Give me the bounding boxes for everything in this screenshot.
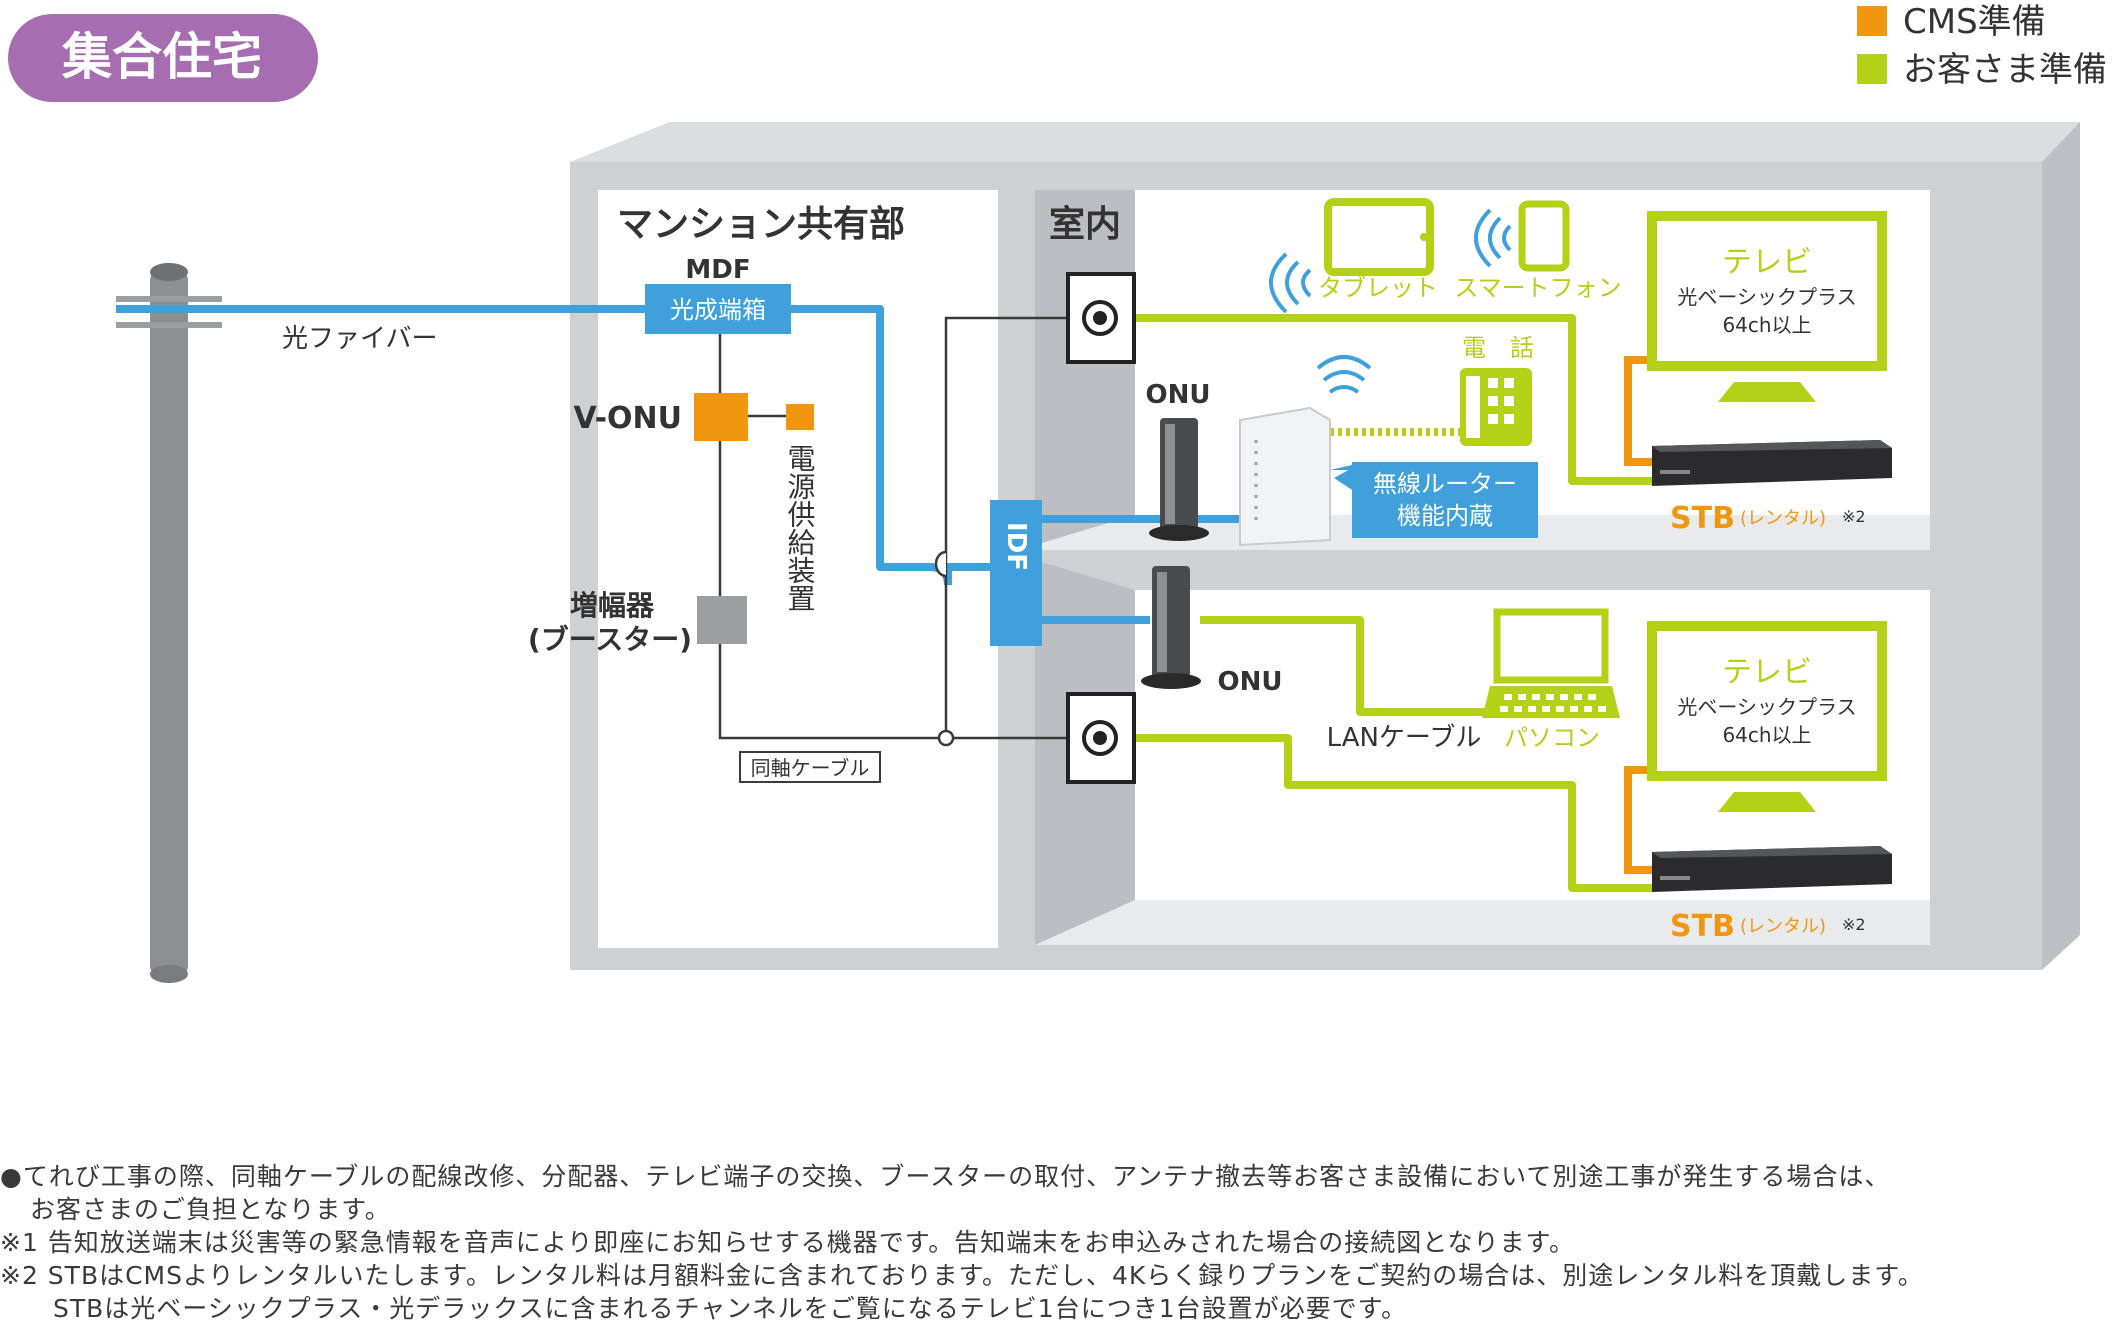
booster-box: [697, 596, 747, 644]
coax-splitter-dot: [937, 729, 955, 747]
phone-icon: [1460, 368, 1532, 446]
tv-lower-title: テレビ: [1722, 655, 1812, 690]
coax-cable-label-box: 同軸ケーブル: [739, 751, 881, 783]
idf-box: IDF: [990, 500, 1042, 646]
onu-upper-label: ONU: [1146, 380, 1211, 410]
router-label-1: 無線ルーター: [1373, 470, 1517, 498]
tv-upper-title: テレビ: [1722, 245, 1812, 280]
stb-lower-label-rental: (レンタル): [1740, 916, 1826, 937]
stb-lower-label-note: ※2: [1842, 915, 1866, 934]
fiber-label: 光ファイバー: [282, 324, 437, 354]
stb-upper-label-rental: (レンタル): [1740, 508, 1826, 529]
note-1-cont: お客さまのご負担となります。: [30, 1195, 391, 1224]
common-area-label: マンション共有部: [617, 204, 905, 245]
onu-lower-label: ONU: [1218, 667, 1283, 697]
note-1: ●てれび工事の際、同軸ケーブルの配線改修、分配器、テレビ端子の交換、ブースターの…: [0, 1162, 1891, 1191]
stb-lower-label: STB (レンタル) ※2: [1670, 909, 1866, 944]
legend-label-cms: CMS準備: [1903, 2, 2046, 42]
smartphone-label: スマートフォン: [1454, 274, 1621, 302]
tv-outlet-lower: [1066, 692, 1136, 784]
tv-upper-line2: 64ch以上: [1722, 313, 1811, 337]
legend-label-customer: お客さま準備: [1903, 50, 2107, 90]
router-label-2: 機能内蔵: [1397, 502, 1493, 530]
title-badge: 集合住宅: [8, 14, 318, 102]
note-2: ※1 告知放送端末は災害等の緊急情報を音声により即座にお知らせする機器です。告知…: [0, 1228, 1576, 1257]
tv-lower-line1: 光ベーシックプラス: [1677, 695, 1856, 719]
pc-label: パソコン: [1504, 724, 1600, 752]
indoor-label: 室内: [1049, 204, 1121, 245]
note-3-cont: STBは光ベーシックプラス・光デラックスに含まれるチャンネルをご覧になるテレビ1…: [53, 1294, 1408, 1323]
legend-swatch-cms: [1857, 6, 1887, 36]
legend-swatch-customer: [1857, 54, 1887, 84]
stb-upper-label: STB (レンタル) ※2: [1670, 501, 1866, 536]
power-supply-box: [786, 404, 814, 430]
onu-device-lower: [1141, 566, 1201, 689]
optical-box-label: 光成端箱: [670, 296, 766, 324]
customer-cables: [1100, 314, 1652, 892]
mdf-label: MDF: [685, 255, 750, 285]
tv-lower-line2: 64ch以上: [1722, 723, 1811, 747]
tv-outlet-upper: [1066, 272, 1136, 364]
coax-cable-label: 同軸ケーブル: [751, 756, 870, 780]
tv-upper: テレビ 光ベーシックプラス 64ch以上: [1647, 211, 1887, 402]
phone-label: 電 話: [1462, 334, 1534, 362]
wireless-router: [1239, 406, 1331, 547]
stb-upper-label-note: ※2: [1842, 507, 1866, 526]
lan-cable-label: LANケーブル: [1327, 723, 1482, 753]
v-onu-label: V-ONU: [574, 401, 682, 436]
stb-upper: [1652, 440, 1892, 486]
stb-lower-label-main: STB: [1670, 909, 1735, 944]
tv-lower: テレビ 光ベーシックプラス 64ch以上: [1647, 621, 1887, 812]
optical-termination-box: 光成端箱: [645, 284, 791, 334]
booster-label-1: 増幅器: [570, 589, 655, 622]
page-title: 集合住宅: [61, 28, 262, 86]
booster-label-2: (ブースター): [528, 623, 692, 656]
cms-cables: [1624, 356, 1652, 874]
router-wifi-icon: [1316, 355, 1372, 394]
tv-upper-line1: 光ベーシックプラス: [1677, 285, 1856, 309]
v-onu-box: [694, 393, 748, 441]
router-callout: 無線ルーター 機能内蔵: [1330, 462, 1538, 538]
footnotes: ●てれび工事の際、同軸ケーブルの配線改修、分配器、テレビ端子の交換、ブースターの…: [0, 1160, 2110, 1325]
smartphone-icon: [1474, 200, 1570, 272]
pc-icon: [1482, 608, 1620, 718]
stb-lower: [1652, 846, 1892, 892]
stb-upper-label-main: STB: [1670, 501, 1735, 536]
onu-device-upper: [1149, 418, 1209, 541]
power-supply-label: 電源供給装置: [784, 444, 817, 612]
tablet-label: タブレット: [1318, 274, 1438, 302]
idf-label: IDF: [1001, 522, 1031, 571]
note-3: ※2 STBはCMSよりレンタルいたします。レンタル料は月額料金に含まれておりま…: [0, 1261, 1924, 1290]
legend: CMS準備 お客さま準備: [1857, 2, 2107, 90]
coax-cable: [718, 316, 1066, 740]
utility-pole: [116, 263, 222, 983]
tablet-icon: [1269, 198, 1434, 314]
